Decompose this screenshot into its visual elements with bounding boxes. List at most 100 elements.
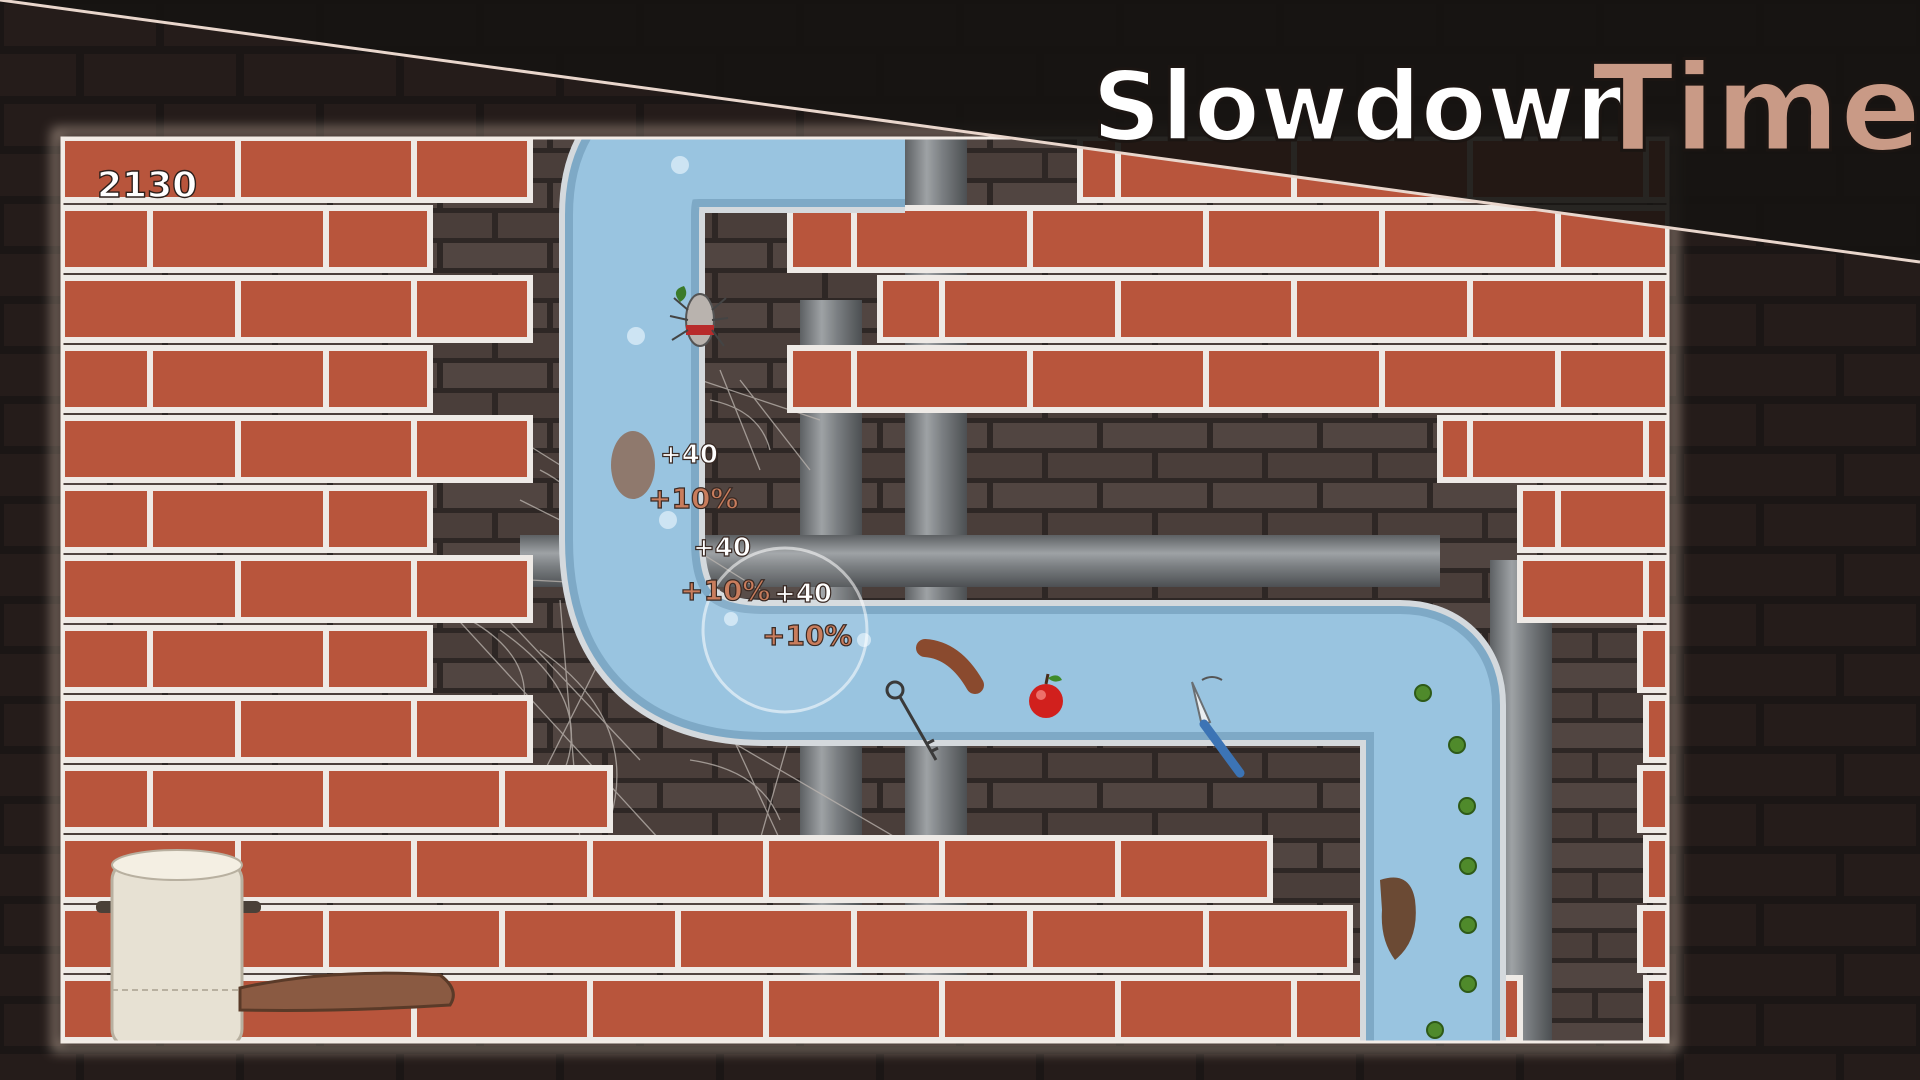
brick (1379, 205, 1561, 273)
brick (323, 905, 505, 973)
game-viewport[interactable]: +40 +10% +40 +10% +40 +10% 2130 (62, 138, 1668, 1047)
popup-bonus: +10% (762, 619, 852, 652)
popup-points: +40 (693, 533, 751, 563)
brick (1115, 835, 1273, 903)
brick-wall (62, 138, 1668, 1042)
poop-log-icon[interactable] (238, 971, 455, 1012)
brick (1437, 415, 1473, 483)
brick (787, 345, 857, 413)
brick (1203, 205, 1385, 273)
popup-bonus: +10% (680, 574, 770, 607)
frame-glow (52, 128, 1678, 1052)
brick (499, 765, 613, 833)
banner-title: Slow down Time (1091, 39, 1920, 181)
pea-trail (1414, 684, 1477, 1039)
brick (1203, 905, 1353, 973)
brick (1203, 345, 1385, 413)
popup-points: +40 (660, 440, 718, 470)
brick (1555, 345, 1668, 413)
brick (851, 345, 1033, 413)
sausage-icon[interactable] (916, 639, 984, 694)
brick (1115, 275, 1297, 343)
brick (1517, 485, 1561, 553)
brick (1467, 415, 1649, 483)
brick (1115, 975, 1297, 1042)
brick (1643, 835, 1668, 903)
brick (235, 138, 417, 203)
brick (1643, 275, 1668, 343)
brick (1637, 905, 1668, 973)
brick (147, 345, 329, 413)
brick (62, 345, 153, 413)
brick (675, 905, 857, 973)
brick (323, 625, 433, 693)
brick (1291, 275, 1473, 343)
game-frame (60, 136, 1670, 1044)
brick (851, 205, 1033, 273)
brick (411, 275, 533, 343)
brick (411, 415, 533, 483)
brick (587, 835, 769, 903)
brick (147, 485, 329, 553)
brick (62, 555, 241, 623)
brick (235, 555, 417, 623)
brick (499, 905, 681, 973)
brick (411, 835, 593, 903)
knife-icon[interactable] (1191, 676, 1245, 778)
brick (1467, 275, 1649, 343)
banner-word-time: Time (1592, 40, 1920, 179)
brick (323, 205, 433, 273)
brick (1643, 695, 1668, 763)
brown-stain (611, 431, 655, 499)
brick (147, 765, 329, 833)
brick (323, 765, 505, 833)
popup-bonus: +10% (648, 482, 738, 515)
brick (235, 415, 417, 483)
toilet-paper-icon[interactable] (96, 849, 261, 1047)
banner-edge (0, 0, 1920, 264)
brick (1637, 765, 1668, 833)
brick (235, 695, 417, 763)
brick (1027, 345, 1209, 413)
brick (939, 975, 1121, 1042)
brick (851, 905, 1033, 973)
banner-word-slow: Slow (1092, 51, 1349, 163)
score-counter: 2130 (97, 165, 197, 206)
brick (1379, 345, 1561, 413)
brick (323, 345, 433, 413)
brick (1027, 905, 1209, 973)
key-icon[interactable] (885, 680, 939, 761)
brick (1643, 555, 1668, 623)
banner-word-down: down (1352, 51, 1644, 163)
brick (1643, 415, 1668, 483)
brick (1637, 625, 1668, 693)
score-popups: +40 +10% +40 +10% +40 +10% (647, 439, 853, 652)
brick (411, 555, 533, 623)
popup-points: +40 (774, 579, 832, 609)
brick (62, 765, 153, 833)
brick (877, 275, 945, 343)
brick (1643, 975, 1668, 1042)
slow-time-ring[interactable] (701, 546, 869, 714)
brown-stain (1380, 877, 1416, 960)
brick (62, 485, 153, 553)
brick (411, 695, 533, 763)
brick (147, 625, 329, 693)
brick (1517, 555, 1649, 623)
apple-icon[interactable] (1029, 673, 1063, 718)
brick (1555, 485, 1668, 553)
brick (62, 695, 241, 763)
brick (235, 835, 417, 903)
brick (235, 275, 417, 343)
water-pipe (559, 138, 1506, 1042)
brick (587, 975, 769, 1042)
spider-icon[interactable] (669, 286, 729, 347)
brick (62, 625, 153, 693)
brick (62, 275, 241, 343)
brick (147, 205, 329, 273)
brick (939, 275, 1121, 343)
brick (62, 205, 153, 273)
brick (939, 835, 1121, 903)
brick (323, 485, 433, 553)
